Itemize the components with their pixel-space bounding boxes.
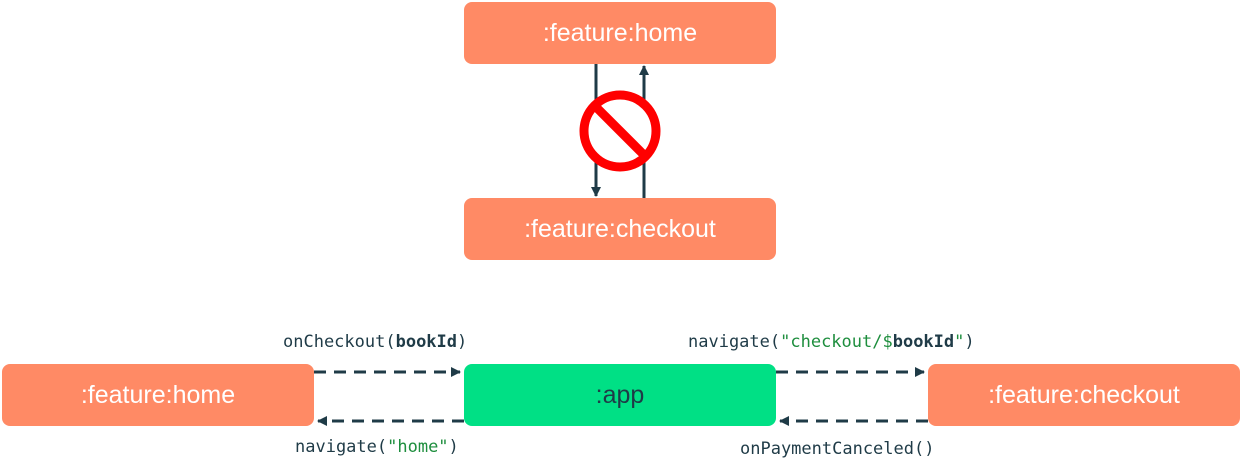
bottom-feature-checkout-node: :feature:checkout [928, 364, 1240, 426]
on-checkout-close: ) [457, 332, 468, 352]
navigate-checkout-param: bookId [892, 332, 955, 352]
navigate-checkout-label: navigate("checkout/$bookId") [688, 332, 975, 352]
navigate-checkout-close: ) [964, 332, 975, 352]
top-feature-home-node: :feature:home [464, 2, 776, 64]
on-checkout-param: bookId [395, 332, 458, 352]
navigate-checkout-name: navigate( [688, 332, 781, 352]
on-payment-canceled-label: onPaymentCanceled() [740, 439, 935, 459]
on-checkout-label: onCheckout(bookId) [283, 332, 467, 352]
navigate-home-name: navigate( [295, 437, 388, 457]
navigate-home-label: navigate("home") [295, 437, 459, 457]
app-node: :app [464, 364, 776, 426]
top-feature-checkout-node: :feature:checkout [464, 198, 776, 260]
no-entry-icon [579, 90, 661, 172]
navigate-checkout-quote: " [954, 332, 965, 352]
on-checkout-name: onCheckout( [283, 332, 396, 352]
navigate-home-close: ) [448, 437, 459, 457]
navigate-checkout-route: "checkout/$ [780, 332, 893, 352]
bottom-feature-home-node: :feature:home [2, 364, 314, 426]
navigate-home-route: "home" [387, 437, 449, 457]
